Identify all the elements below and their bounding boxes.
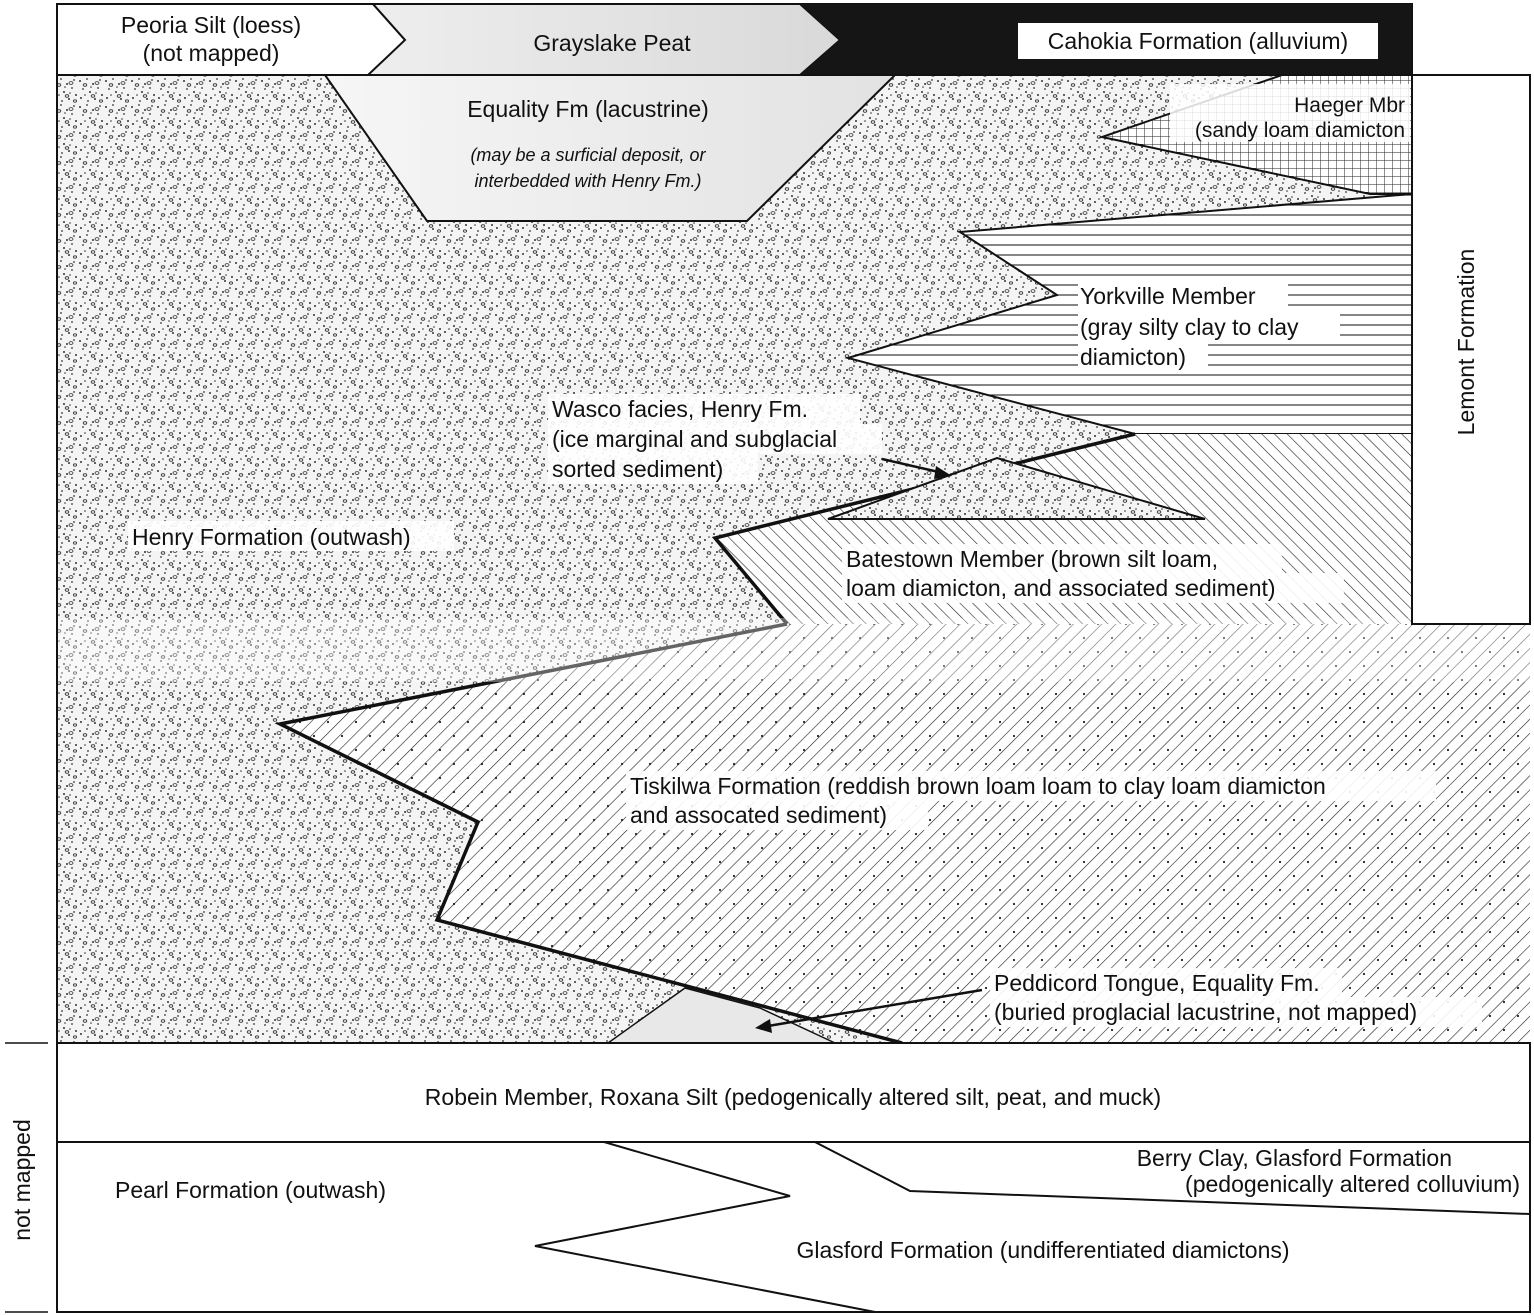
svg-text:(sandy loam diamicton: (sandy loam diamicton <box>1195 119 1405 142</box>
pearl-formation-label: Pearl Formation (outwash) <box>115 1177 386 1203</box>
peddicord-tongue-label: Peddicord Tongue, Equality Fm. (buried p… <box>990 968 1482 1027</box>
grayslake-peat-label: Grayslake Peat <box>533 30 691 56</box>
svg-text:(pedogenically altered colluvi: (pedogenically altered colluvium) <box>1185 1171 1520 1197</box>
svg-text:and assocated sediment): and assocated sediment) <box>630 802 887 828</box>
svg-text:diamicton): diamicton) <box>1080 344 1186 370</box>
haeger-member-label: Haeger Mbr (sandy loam diamicton <box>1170 84 1410 142</box>
not-mapped-label: not mapped <box>9 1119 35 1240</box>
equality-note-line-1: (may be a surficial deposit, or <box>470 145 706 165</box>
svg-text:Yorkville Member: Yorkville Member <box>1080 283 1256 309</box>
lemont-formation-column <box>1411 74 1531 625</box>
wasco-facies-area <box>827 456 1206 520</box>
wasco-facies-label: Wasco facies, Henry Fm. (ice marginal an… <box>548 394 882 484</box>
cahokia-formation-label: Cahokia Formation (alluvium) <box>1048 28 1348 54</box>
svg-text:Peddicord Tongue, Equality Fm.: Peddicord Tongue, Equality Fm. <box>994 970 1320 996</box>
svg-text:Haeger Mbr: Haeger Mbr <box>1294 94 1405 117</box>
equality-formation-label: Equality Fm (lacustrine) <box>467 96 709 122</box>
svg-text:Berry Clay, Glasford Formation: Berry Clay, Glasford Formation <box>1137 1145 1452 1171</box>
yorkville-member-label: Yorkville Member (gray silty clay to cla… <box>1078 280 1340 373</box>
tiskilwa-formation-label: Tiskilwa Formation (reddish brown loam l… <box>626 771 1436 830</box>
svg-text:sorted sediment): sorted sediment) <box>552 456 723 482</box>
equality-note-line-2: interbedded with Henry Fm.) <box>474 171 701 191</box>
wasco-pointer-arrow <box>934 466 952 479</box>
berry-clay-label: Berry Clay, Glasford Formation (pedogeni… <box>1137 1145 1520 1197</box>
svg-text:loam diamicton, and associated: loam diamicton, and associated sediment) <box>846 575 1276 601</box>
svg-text:Henry Formation (outwash): Henry Formation (outwash) <box>132 524 411 550</box>
svg-text:Peoria Silt (loess): Peoria Silt (loess) <box>121 12 301 38</box>
svg-text:(buried proglacial lacustrine,: (buried proglacial lacustrine, not mappe… <box>994 999 1417 1025</box>
svg-text:(gray silty clay to clay: (gray silty clay to clay <box>1080 314 1299 340</box>
glasford-formation-label: Glasford Formation (undifferentiated dia… <box>796 1237 1289 1263</box>
svg-text:(not mapped): (not mapped) <box>143 40 280 66</box>
berry-clay-contact <box>814 1141 1531 1215</box>
svg-text:Tiskilwa Formation (reddish br: Tiskilwa Formation (reddish brown loam l… <box>630 773 1326 799</box>
batestown-member-label: Batestown Member (brown silt loam, loam … <box>842 544 1344 603</box>
pearl-glasford-contact <box>534 1141 876 1313</box>
svg-text:Wasco facies, Henry Fm.: Wasco facies, Henry Fm. <box>552 396 808 422</box>
robein-member-area <box>56 1042 1531 1143</box>
svg-text:Batestown Member (brown silt l: Batestown Member (brown silt loam, <box>846 546 1218 572</box>
svg-text:(ice marginal and subglacial: (ice marginal and subglacial <box>552 426 837 452</box>
henry-formation-label: Henry Formation (outwash) <box>128 521 454 551</box>
robein-member-label: Robein Member, Roxana Silt (pedogenicall… <box>425 1084 1161 1110</box>
peoria-silt-label: Peoria Silt (loess) (not mapped) <box>100 10 322 68</box>
peddicord-pointer-arrow <box>755 1019 772 1033</box>
lemont-formation-label: Lemont Formation <box>1453 249 1479 436</box>
